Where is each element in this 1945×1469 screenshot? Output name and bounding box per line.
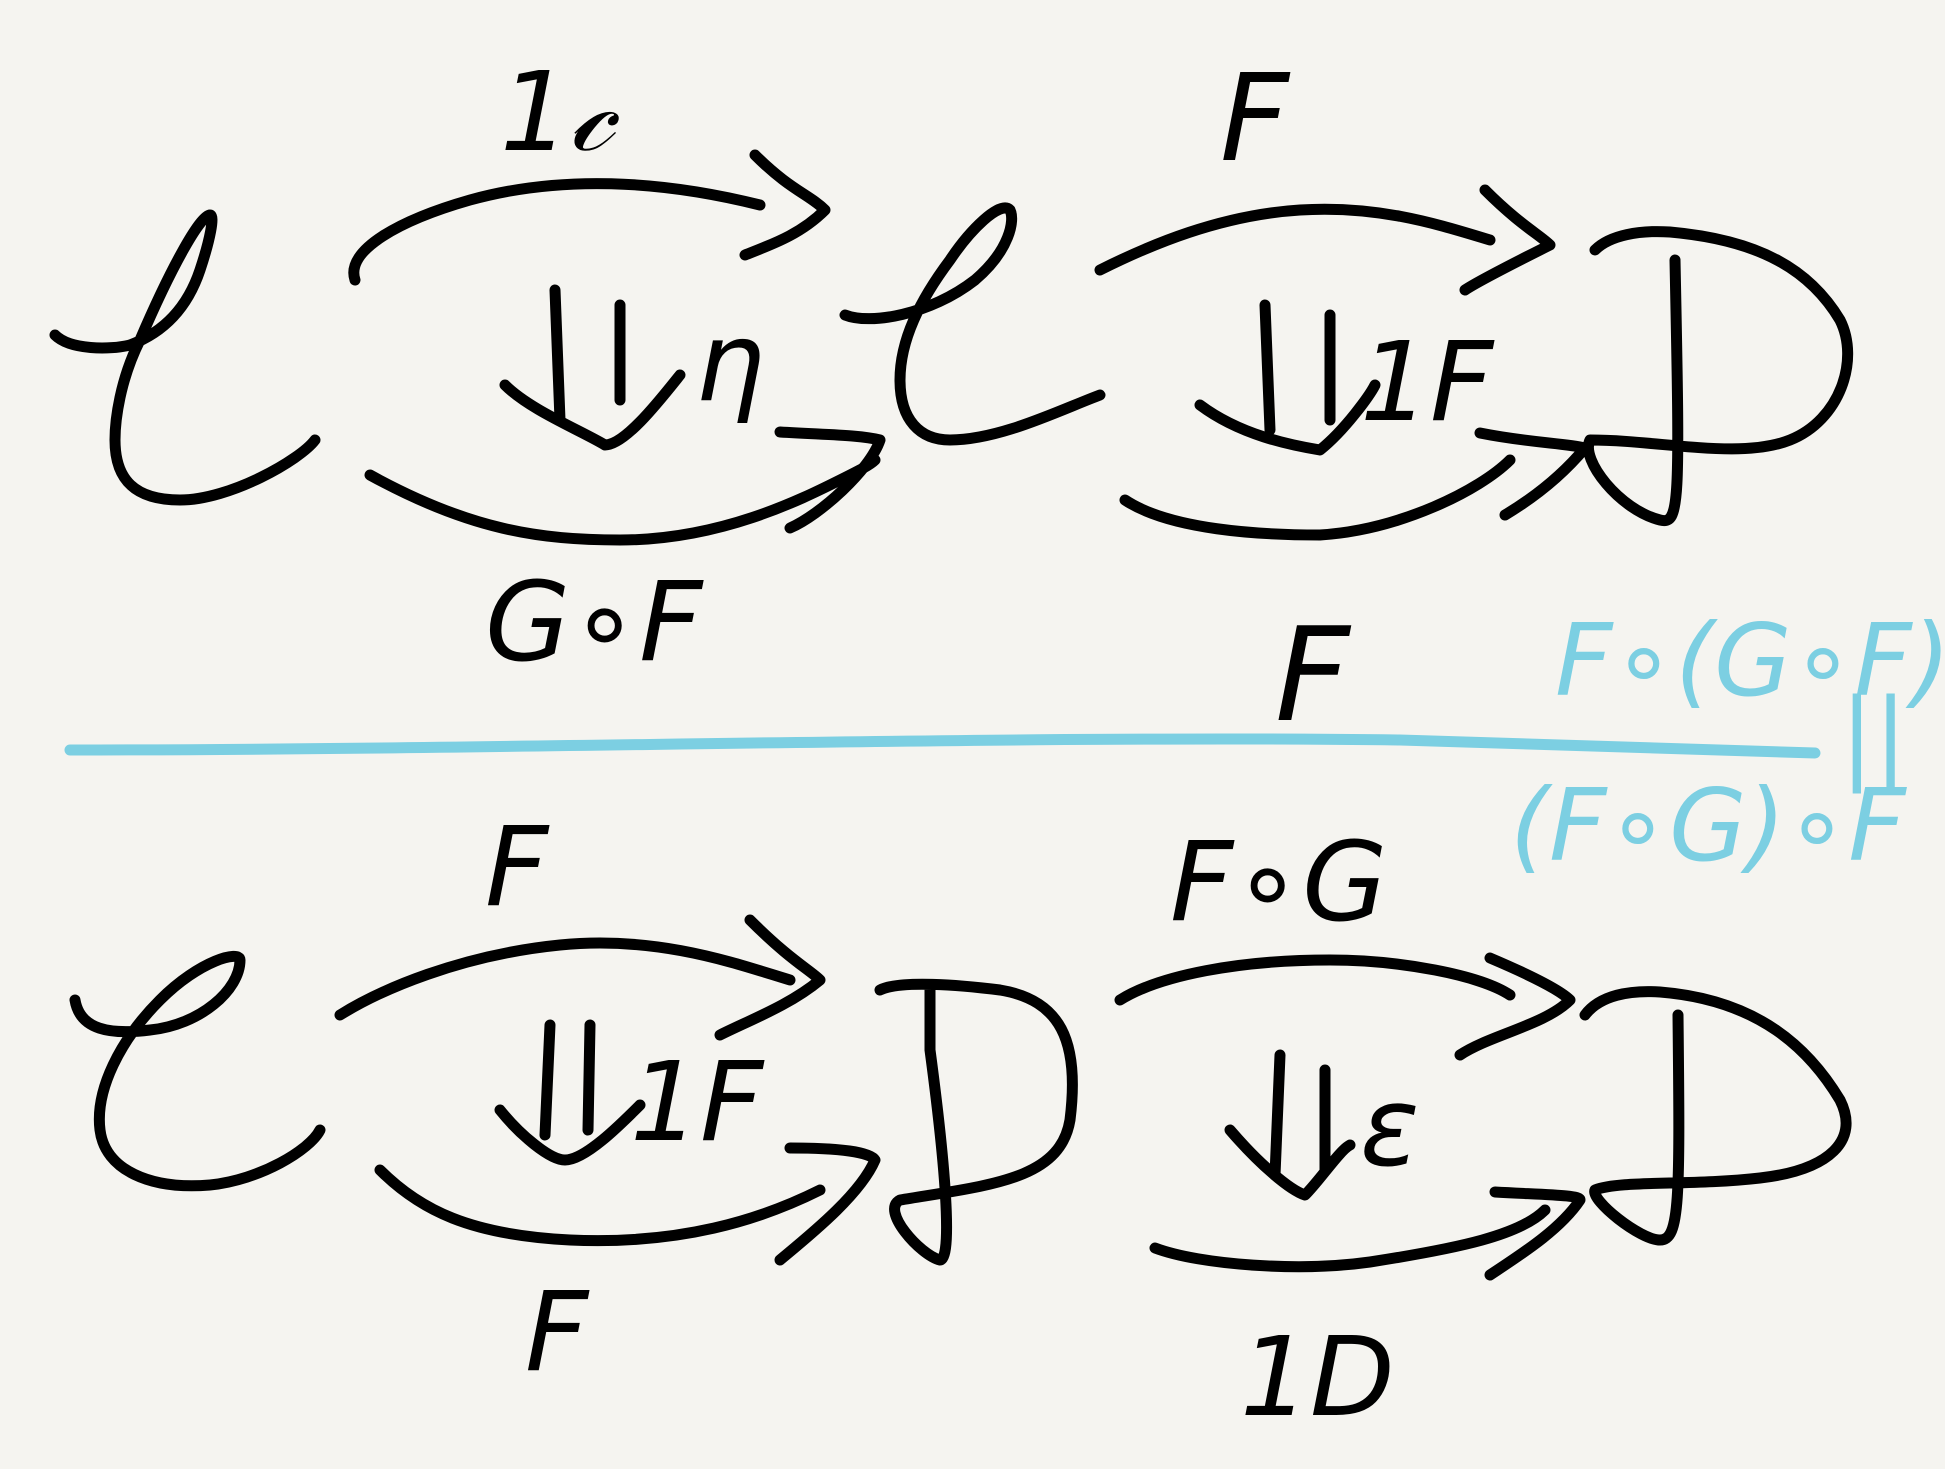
- annotation: F∘(G∘F) || (F∘G)∘F: [1510, 602, 1945, 884]
- annotation-equals: ||: [1840, 677, 1907, 794]
- object-c-top-left: [49, 209, 321, 506]
- arrow-1d-bottom: [1149, 1204, 1551, 1273]
- arrowhead-1c-top: [739, 149, 831, 261]
- label-f-bl-top: F: [485, 803, 550, 931]
- object-c-top-middle: [839, 202, 1106, 446]
- two-cell-epsilon-shaft: [1269, 1049, 1331, 1181]
- arrow-f-bottom: [1119, 454, 1516, 541]
- object-c-bottom-left: [69, 950, 326, 1192]
- label-eta: η: [695, 298, 765, 426]
- top-diagram: 1𝒸 G∘F F F η 1F: [49, 48, 1854, 751]
- object-d-top: [1583, 226, 1854, 527]
- arrowhead-1d-bottom: [1484, 1186, 1586, 1281]
- two-cell-epsilon-head: [1224, 1124, 1356, 1201]
- two-cell-1f-head: [1194, 379, 1381, 456]
- two-cell-1f-shaft: [1259, 299, 1336, 436]
- two-cell-1f-bottom-head: [494, 1099, 646, 1166]
- label-f-bottom: F: [1275, 599, 1352, 751]
- arrowhead-f-bottom-left-top: [714, 914, 826, 1041]
- arrow-gof-bottom: [364, 454, 881, 546]
- two-cell-eta-head: [499, 369, 686, 451]
- object-d-bottom-middle: [874, 978, 1078, 1266]
- label-epsilon: ε: [1360, 1063, 1419, 1191]
- label-gof: G∘F: [485, 558, 704, 686]
- arrowhead-f-top: [1459, 184, 1556, 296]
- arrowhead-fog-top: [1454, 952, 1576, 1061]
- annotation-fogof: F∘(G∘F): [1555, 602, 1945, 719]
- label-f-bl-bottom: F: [525, 1268, 590, 1396]
- label-1c: 1𝒸: [500, 48, 620, 176]
- arrowhead-f-bottom-left-bottom: [774, 1142, 881, 1266]
- arrow-fog-top: [1114, 954, 1516, 1006]
- annotation-fogof-2: (F∘G)∘F: [1510, 767, 1907, 884]
- bottom-diagram: F F F∘G 1D 1F ε: [69, 803, 1852, 1441]
- arrow-f-top: [1094, 203, 1496, 276]
- label-fog: F∘G: [1170, 818, 1387, 946]
- object-d-bottom-right: [1579, 986, 1852, 1246]
- arrowhead-gof-bottom: [774, 426, 886, 534]
- divider-line: [64, 733, 1821, 759]
- label-f-top: F: [1220, 50, 1291, 189]
- label-1f-bottom: 1F: [630, 1038, 765, 1166]
- label-1d: 1D: [1240, 1313, 1395, 1441]
- label-1f-top: 1F: [1360, 318, 1495, 446]
- arrow-f-bottom-left-bottom: [374, 1164, 826, 1247]
- two-cell-eta-shaft: [549, 284, 626, 426]
- arrow-1c-top: [348, 178, 766, 286]
- arrow-f-bottom-left-top: [334, 937, 796, 1021]
- two-cell-1f-bottom-shaft: [539, 1019, 596, 1141]
